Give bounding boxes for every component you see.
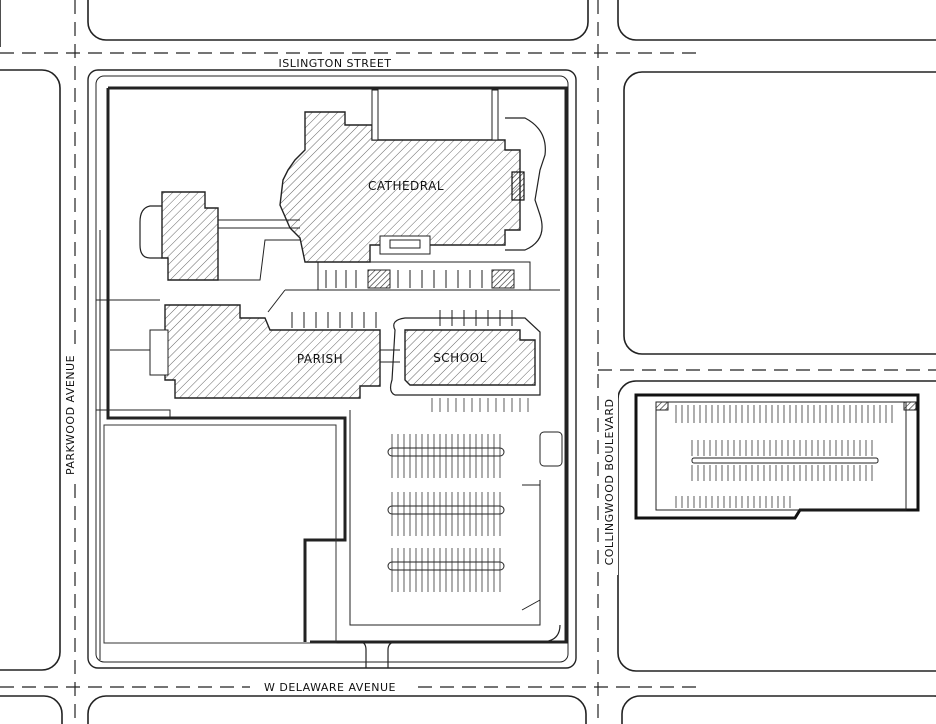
block-southeast — [621, 695, 936, 724]
street-label-west: PARKWOOD AVENUE — [64, 355, 77, 475]
school-building: SCHOOL — [389, 317, 541, 396]
street-label-east: COLLINGWOOD BOULEVARD — [603, 399, 616, 566]
parish-building: PARISH — [110, 304, 400, 399]
school-label: SCHOOL — [433, 351, 487, 365]
block-south — [87, 695, 587, 724]
rectory-building — [139, 191, 300, 281]
block-northeast — [617, 0, 936, 41]
south-parking-lot — [349, 410, 563, 626]
central-drive — [96, 289, 560, 418]
street-labels: ISLINGTON STREET W DELAWARE AVENUE PARKW… — [62, 56, 618, 694]
east-parking-lot — [634, 393, 920, 520]
street-label-south: W DELAWARE AVENUE — [264, 681, 396, 694]
parish-label: PARISH — [297, 352, 343, 366]
vacant-lot — [103, 424, 337, 644]
block-east — [623, 71, 936, 355]
cathedral-building: CATHEDRAL — [279, 89, 546, 263]
block-west — [0, 69, 61, 671]
street-label-north: ISLINGTON STREET — [278, 57, 391, 70]
block-north — [87, 0, 589, 41]
cathedral-label: CATHEDRAL — [368, 179, 444, 193]
block-southwest — [0, 695, 63, 724]
cathedral-parking-stalls — [317, 261, 531, 291]
south-curbs — [310, 624, 561, 668]
block-east-parking — [617, 380, 936, 672]
east-lot-stall-lines — [675, 405, 893, 508]
south-lot-stall-lines — [391, 398, 529, 592]
